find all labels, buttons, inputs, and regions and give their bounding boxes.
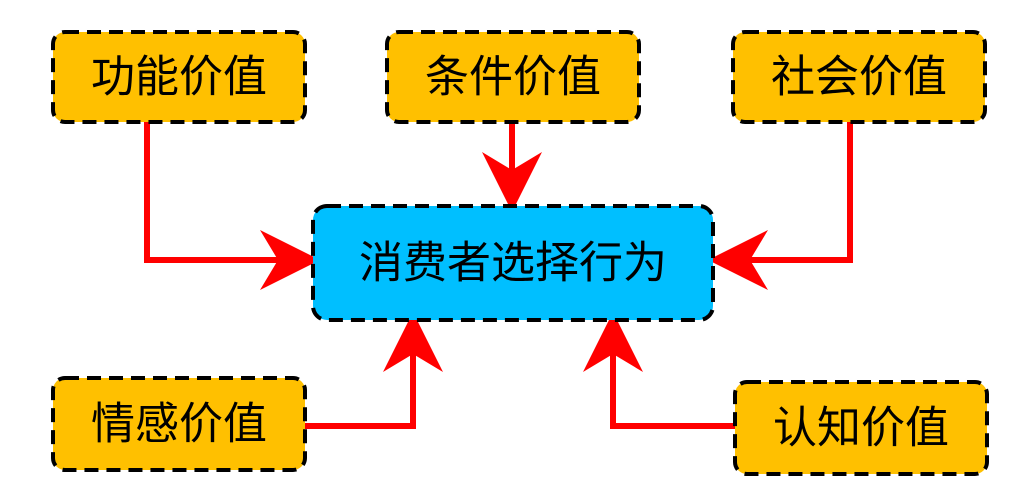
node-box (385, 30, 641, 124)
arrow-epistemic-to-center (583, 312, 736, 429)
node-box (311, 204, 715, 322)
arrow-functional-to-center (144, 122, 320, 290)
node-functional-value: 功能价值 (51, 30, 307, 124)
node-label: 条件价值 (425, 52, 601, 103)
node-epistemic-value: 认知价值 (733, 380, 989, 476)
node-social-value: 社会价值 (731, 30, 987, 124)
node-label: 功能价值 (91, 52, 267, 103)
node-box (51, 30, 307, 124)
node-label: 消费者选择行为 (359, 238, 667, 289)
node-box (51, 376, 307, 472)
node-label: 社会价值 (771, 52, 947, 103)
connectors (144, 122, 853, 429)
node-label: 认知价值 (773, 403, 949, 454)
node-conditional-value: 条件价值 (385, 30, 641, 124)
arrow-social-to-center (708, 122, 853, 290)
arrow-emotional-to-center (304, 312, 443, 429)
node-box (731, 30, 987, 124)
node-box (733, 380, 989, 476)
node-label: 情感价值 (91, 399, 267, 450)
node-consumer-choice-behavior: 消费者选择行为 (311, 204, 715, 322)
node-emotional-value: 情感价值 (51, 376, 307, 472)
